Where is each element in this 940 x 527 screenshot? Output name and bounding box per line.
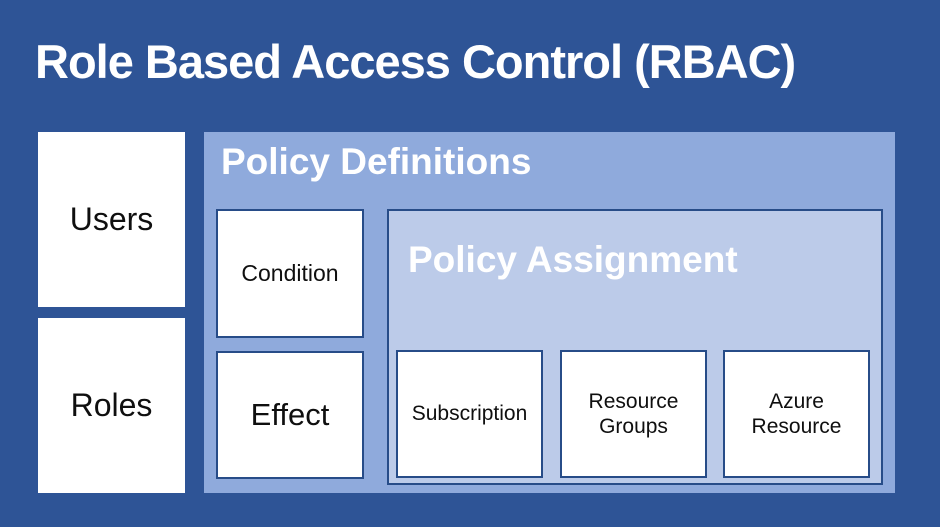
condition-label: Condition <box>241 260 339 286</box>
policy-assignment-title: Policy Assignment <box>408 239 738 280</box>
resource-groups-label: Resource Groups <box>588 389 679 438</box>
azure-resource-label: Azure Resource <box>751 389 842 438</box>
subscription-label: Subscription <box>411 402 528 426</box>
effect-label: Effect <box>250 397 330 432</box>
policy-assignment-panel: Policy Assignment Subscription Resource … <box>387 209 883 485</box>
roles-label: Roles <box>70 387 153 423</box>
effect-box: Effect <box>216 351 364 479</box>
slide-title: Role Based Access Control (RBAC) <box>35 35 796 88</box>
users-box: Users <box>38 132 185 307</box>
resource-groups-box: Resource Groups <box>560 350 707 478</box>
condition-box: Condition <box>216 209 364 338</box>
azure-resource-box: Azure Resource <box>723 350 870 478</box>
users-label: Users <box>69 201 154 237</box>
policy-definitions-title: Policy Definitions <box>221 141 532 182</box>
policy-definitions-panel: Policy Definitions Condition Effect Poli… <box>204 132 895 493</box>
roles-box: Roles <box>38 318 185 493</box>
subscription-box: Subscription <box>396 350 543 478</box>
